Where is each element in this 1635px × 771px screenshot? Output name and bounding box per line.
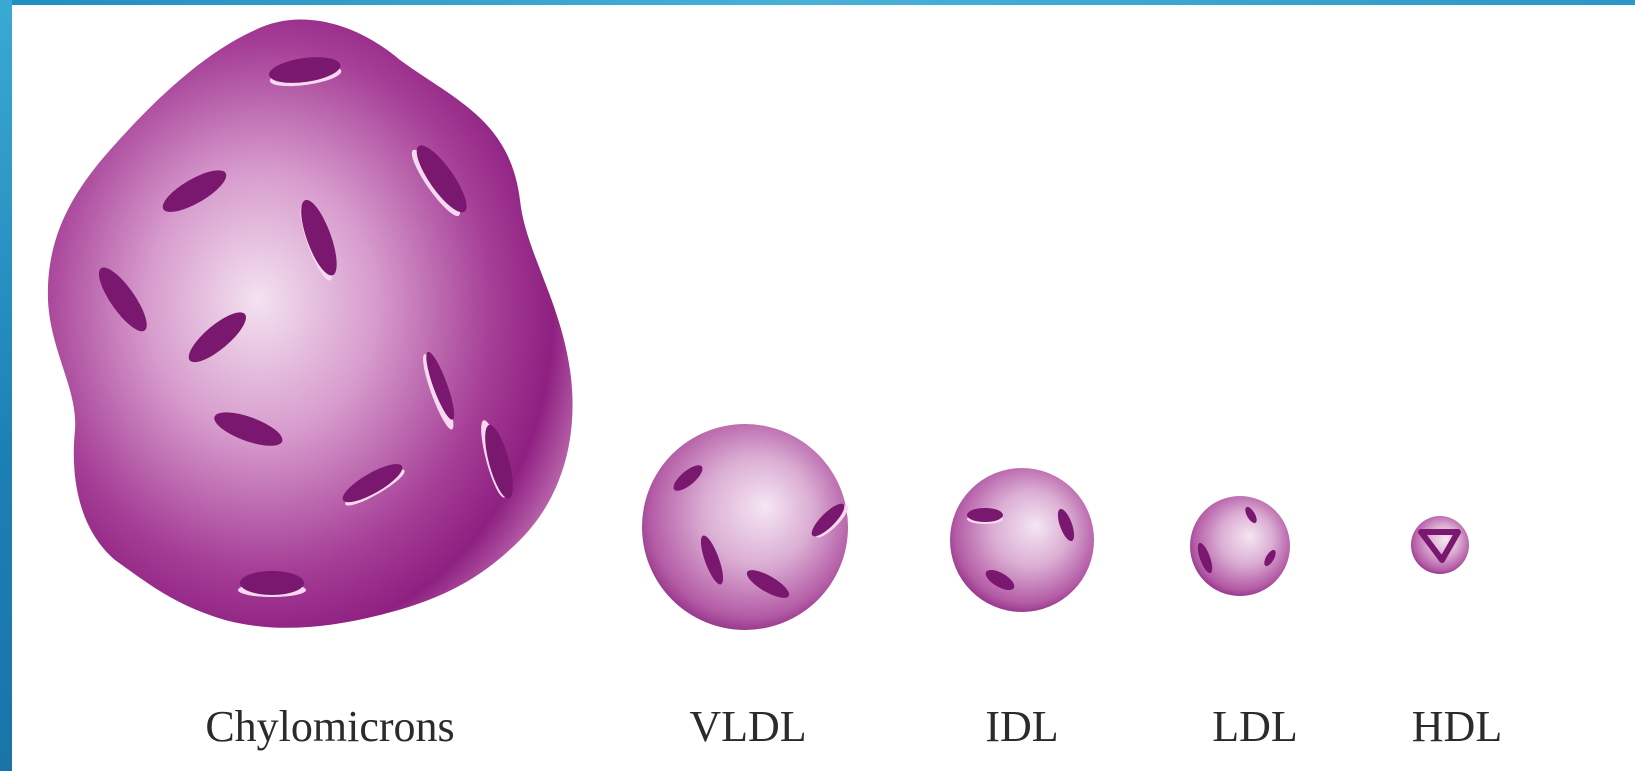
label-ldl: LDL <box>1212 705 1298 749</box>
label-vldl: VLDL <box>689 705 806 749</box>
ldl-body <box>1190 496 1290 596</box>
vldl-particle <box>642 424 852 630</box>
hdl-body <box>1411 516 1469 574</box>
ldl-particle <box>1190 496 1290 596</box>
idl-particle <box>950 468 1094 612</box>
label-hdl: HDL <box>1412 705 1502 749</box>
chylomicron-body <box>48 20 573 628</box>
label-idl: IDL <box>985 705 1058 749</box>
label-chylomicrons: Chylomicrons <box>205 705 454 749</box>
chylomicron-particle <box>48 20 573 628</box>
hdl-particle <box>1411 516 1469 574</box>
